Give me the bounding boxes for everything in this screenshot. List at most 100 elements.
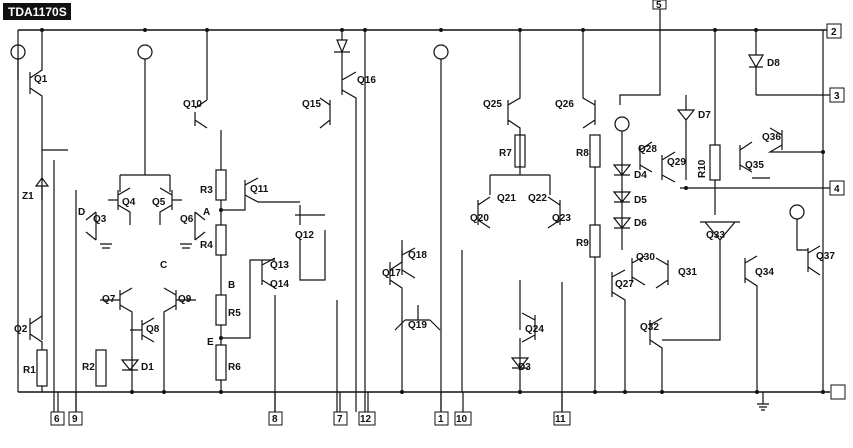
junctions[interactable] — [40, 28, 825, 394]
label-q25: Q25 — [483, 99, 502, 110]
right-section — [611, 30, 823, 392]
svg-text:1: 1 — [438, 414, 444, 425]
label-q26: Q26 — [555, 99, 574, 110]
svg-text:3: 3 — [834, 91, 840, 102]
diode-labels: D1 D3 D4 D5 D6 D7 D8 Z1 — [22, 58, 780, 373]
label-q19: Q19 — [408, 320, 427, 331]
current-sources — [137, 44, 805, 220]
svg-text:11: 11 — [555, 414, 566, 425]
label-q1: Q1 — [34, 74, 48, 85]
label-q10: Q10 — [183, 99, 202, 110]
label-q6: Q6 — [180, 214, 194, 225]
label-q22: Q22 — [528, 193, 547, 204]
label-q13: Q13 — [270, 260, 289, 271]
pin-box-10: 10 — [454, 411, 472, 426]
label-d6: D6 — [634, 218, 647, 229]
label-d4: D4 — [634, 170, 647, 181]
resistor-column — [194, 30, 325, 392]
node-a: A — [203, 207, 210, 218]
label-q3: Q3 — [93, 214, 107, 225]
label-q31: Q31 — [678, 267, 697, 278]
pin-box-4: 4 — [829, 180, 845, 196]
label-q15: Q15 — [302, 99, 321, 110]
pin-box-gnd — [830, 384, 846, 400]
label-q37: Q37 — [816, 251, 835, 262]
pin-box-5: 5 — [652, 0, 667, 11]
label-q32: Q32 — [640, 322, 659, 333]
label-d7: D7 — [698, 110, 711, 121]
left-section — [10, 30, 77, 412]
pin-stubs — [57, 392, 769, 412]
chip-title: TDA1170S — [8, 5, 67, 19]
svg-text:4: 4 — [834, 184, 840, 195]
label-r1: R1 — [23, 365, 36, 376]
label-r4: R4 — [200, 240, 213, 251]
node-e: E — [207, 337, 214, 348]
label-q7: Q7 — [102, 294, 116, 305]
label-q27: Q27 — [615, 279, 634, 290]
label-q4: Q4 — [122, 197, 136, 208]
rails — [17, 8, 830, 393]
label-q8: Q8 — [146, 324, 160, 335]
pin-box-6: 6 — [50, 411, 65, 426]
transistor-labels: Q1 Q2 Q3 Q4 Q5 Q6 Q7 Q8 Q9 Q10 Q11 Q12 Q… — [14, 74, 835, 335]
pin-box-8: 8 — [268, 411, 283, 426]
svg-text:5: 5 — [656, 0, 662, 11]
middle-section — [389, 30, 601, 412]
label-q33: Q33 — [706, 230, 725, 241]
label-q21: Q21 — [497, 193, 516, 204]
svg-text:12: 12 — [360, 414, 372, 425]
label-r9: R9 — [576, 238, 589, 249]
title-block — [3, 3, 71, 20]
driver-q15-q16 — [319, 30, 366, 412]
node-b: B — [228, 280, 235, 291]
pin-box-1: 1 — [434, 411, 449, 426]
label-r6: R6 — [228, 362, 241, 373]
label-q16: Q16 — [357, 75, 376, 86]
label-r2: R2 — [82, 362, 95, 373]
label-q35: Q35 — [745, 160, 764, 171]
node-d: D — [78, 207, 85, 218]
svg-text:8: 8 — [272, 414, 278, 425]
label-d1: D1 — [141, 362, 154, 373]
label-q9: Q9 — [178, 294, 192, 305]
pin-box-9: 9 — [68, 411, 83, 426]
label-r10: R10 — [697, 159, 708, 178]
label-q14: Q14 — [270, 279, 289, 290]
svg-text:9: 9 — [72, 414, 78, 425]
label-q12: Q12 — [295, 230, 314, 241]
svg-text:7: 7 — [337, 414, 343, 425]
label-q36: Q36 — [762, 132, 781, 143]
pin-box-12: 12 — [358, 411, 376, 426]
label-q5: Q5 — [152, 197, 166, 208]
node-labels: A B C D E — [78, 207, 235, 348]
input-stage — [85, 59, 206, 392]
svg-text:2: 2 — [831, 27, 837, 38]
label-d3: D3 — [518, 362, 531, 373]
pin-box-3: 3 — [829, 87, 845, 103]
pin-box-11: 11 — [553, 411, 571, 426]
label-d5: D5 — [634, 195, 647, 206]
label-q18: Q18 — [408, 250, 427, 261]
node-c: C — [160, 260, 167, 271]
label-q34: Q34 — [755, 267, 774, 278]
pin-box-2: 2 — [826, 23, 842, 39]
label-q30: Q30 — [636, 252, 655, 263]
label-q11: Q11 — [250, 184, 269, 195]
pin-box-7: 7 — [333, 411, 348, 426]
label-q20: Q20 — [470, 213, 489, 224]
label-r8: R8 — [576, 148, 589, 159]
label-r7: R7 — [499, 148, 512, 159]
label-q2: Q2 — [14, 324, 28, 335]
label-r3: R3 — [200, 185, 213, 196]
svg-text:6: 6 — [54, 414, 60, 425]
label-r5: R5 — [228, 308, 241, 319]
label-q29: Q29 — [667, 157, 686, 168]
label-q17: Q17 — [382, 268, 401, 279]
svg-text:10: 10 — [456, 414, 468, 425]
mirror-q12-q14 — [261, 230, 326, 412]
label-q24: Q24 — [525, 324, 544, 335]
label-z1: Z1 — [22, 191, 34, 202]
